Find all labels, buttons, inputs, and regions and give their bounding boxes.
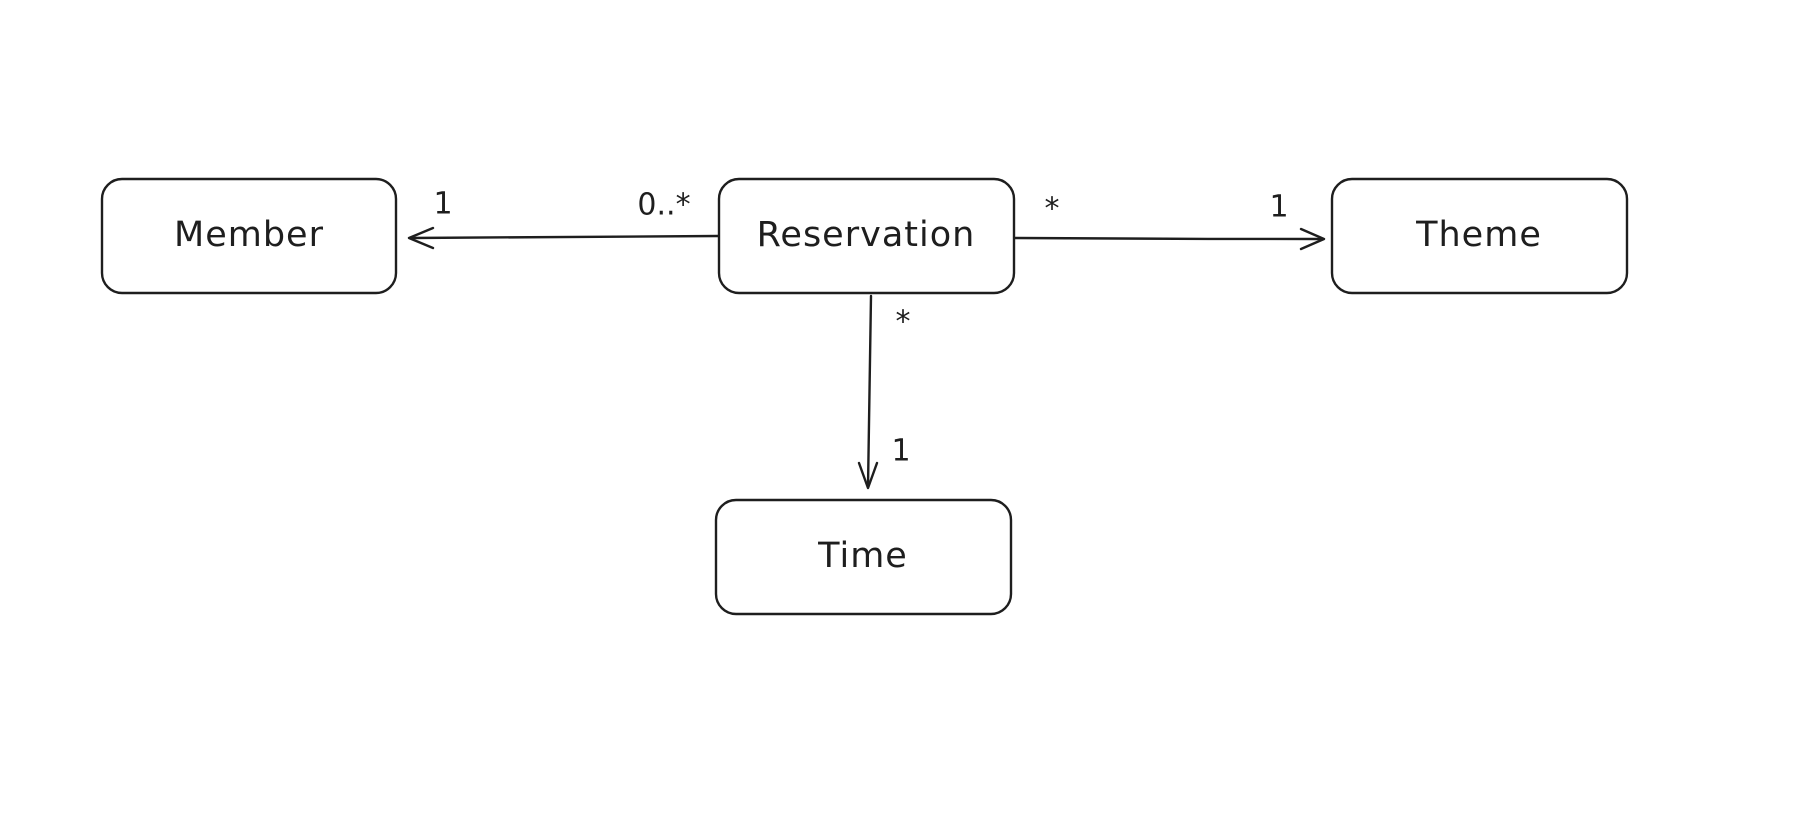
node-time[interactable]: Time xyxy=(714,498,1013,616)
edge-reservation-time: * 1 xyxy=(857,294,911,490)
multiplicity-reservation-theme-end: * xyxy=(1045,192,1060,227)
node-theme[interactable]: Theme xyxy=(1330,177,1629,295)
edge-line-reservation-time xyxy=(866,294,873,489)
edge-line-reservation-member xyxy=(408,234,720,240)
multiplicity-reservation-time-end: * xyxy=(896,305,911,340)
arrowhead-member xyxy=(407,226,435,250)
arrowhead-time xyxy=(857,461,879,490)
edge-line-reservation-theme xyxy=(1013,236,1325,241)
node-time-box xyxy=(714,498,1013,616)
node-member-label: Member xyxy=(174,215,324,255)
multiplicity-theme-end: 1 xyxy=(1269,190,1288,225)
node-time-label: Time xyxy=(817,536,908,576)
node-reservation[interactable]: Reservation xyxy=(717,177,1016,295)
multiplicity-time-end: 1 xyxy=(891,434,910,469)
node-member-box xyxy=(100,177,398,295)
multiplicity-member-end: 1 xyxy=(433,187,452,222)
node-theme-label: Theme xyxy=(1415,215,1542,255)
node-reservation-box xyxy=(717,177,1016,295)
node-theme-box xyxy=(1330,177,1629,295)
multiplicity-reservation-member-end: 0..* xyxy=(637,188,690,223)
node-member[interactable]: Member xyxy=(100,177,398,295)
edge-reservation-theme: * 1 xyxy=(1013,190,1326,251)
arrowhead-theme xyxy=(1299,227,1326,251)
edge-reservation-member: 1 0..* xyxy=(407,187,720,250)
node-reservation-label: Reservation xyxy=(757,215,976,255)
